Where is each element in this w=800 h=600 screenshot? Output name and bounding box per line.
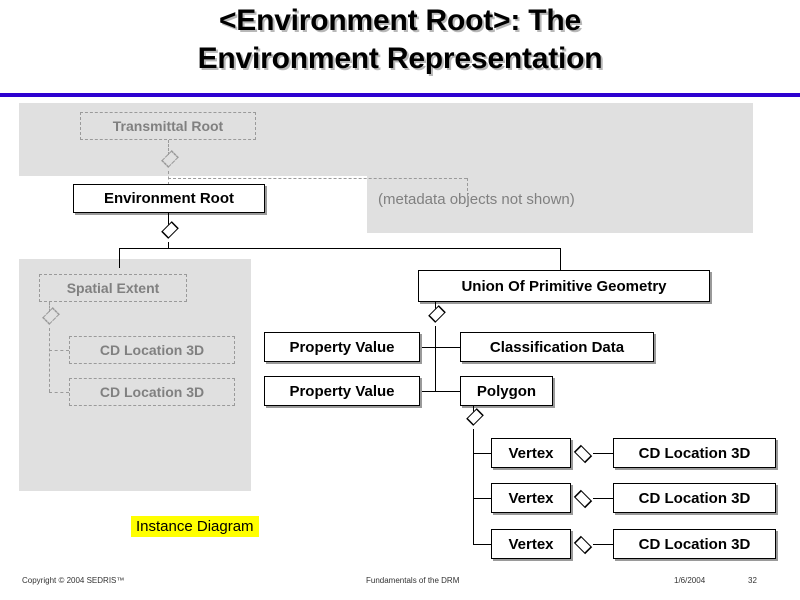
node-transmittal-root-label: Transmittal Root xyxy=(112,118,224,134)
metadata-note: (metadata objects not shown) xyxy=(378,191,575,208)
panel-metadata-region xyxy=(367,176,753,233)
aggregation-diamond-vertex-2 xyxy=(571,489,593,509)
aggregation-diamond-environment-root xyxy=(160,221,179,242)
node-cd-location-3d-spatial-2[interactable]: CD Location 3D xyxy=(69,378,235,406)
connector-spatial-to-diamond xyxy=(49,302,50,312)
node-classification-data[interactable]: Classification Data xyxy=(460,332,654,362)
page-title: <Environment Root>: The Environment Repr… xyxy=(0,2,800,78)
connector-envroot-to-diamond xyxy=(168,213,169,226)
node-vertex-2[interactable]: Vertex xyxy=(491,483,571,513)
instance-diagram-label: Instance Diagram xyxy=(131,516,259,537)
connector-property-value-2-link xyxy=(420,391,435,392)
connector-metadata-branch-horizontal xyxy=(168,178,467,179)
node-spatial-extent-label: Spatial Extent xyxy=(66,280,160,296)
node-cd-location-3d-vertex-3[interactable]: CD Location 3D xyxy=(613,529,776,559)
node-property-value-1-label: Property Value xyxy=(289,338,395,356)
connector-branch-to-union xyxy=(560,248,561,270)
aggregation-diamond-spatial-extent xyxy=(41,307,60,328)
connector-metadata-branch-vertical xyxy=(467,178,468,196)
node-polygon-label: Polygon xyxy=(476,382,537,400)
node-transmittal-root[interactable]: Transmittal Root xyxy=(80,112,256,140)
footer-copyright: Copyright © 2004 SEDRIS™ xyxy=(22,576,125,585)
footer-date: 1/6/2004 xyxy=(674,576,706,585)
node-union-of-primitive-geometry-label: Union Of Primitive Geometry xyxy=(461,277,667,295)
connector-union-to-diamond xyxy=(435,302,436,310)
node-polygon[interactable]: Polygon xyxy=(460,376,553,406)
node-cd-location-3d-vertex-3-label: CD Location 3D xyxy=(638,535,751,553)
aggregation-diamond-vertex-3 xyxy=(571,535,593,555)
connector-polygon-vertex-2 xyxy=(473,498,491,499)
connector-vertex-2-to-cd xyxy=(593,498,613,499)
aggregation-diamond-transmittal xyxy=(160,150,179,171)
connector-union-child-polygon xyxy=(435,391,460,392)
node-property-value-2-label: Property Value xyxy=(289,382,395,400)
title-divider xyxy=(0,93,800,97)
node-cd-location-3d-vertex-1[interactable]: CD Location 3D xyxy=(613,438,776,468)
connector-polygon-vertex-spine xyxy=(473,429,474,545)
node-cd-location-3d-vertex-2-label: CD Location 3D xyxy=(638,489,751,507)
node-vertex-3[interactable]: Vertex xyxy=(491,529,571,559)
node-cd-location-3d-vertex-2[interactable]: CD Location 3D xyxy=(613,483,776,513)
title-line-2: Environment Representation xyxy=(197,42,603,75)
node-property-value-1[interactable]: Property Value xyxy=(264,332,420,362)
node-cd-location-3d-spatial-1[interactable]: CD Location 3D xyxy=(69,336,235,364)
connector-diamond-to-branch xyxy=(168,242,169,249)
connector-branch-to-spatial-extent xyxy=(119,248,120,268)
panel-spatial-extent-region xyxy=(19,259,251,491)
connector-envroot-branch-horizontal xyxy=(119,248,561,249)
node-vertex-2-label: Vertex xyxy=(508,489,554,507)
node-union-of-primitive-geometry[interactable]: Union Of Primitive Geometry xyxy=(418,270,710,302)
node-spatial-extent[interactable]: Spatial Extent xyxy=(39,274,187,302)
node-cd-location-3d-spatial-1-label: CD Location 3D xyxy=(99,342,205,358)
node-vertex-1[interactable]: Vertex xyxy=(491,438,571,468)
aggregation-diamond-vertex-1 xyxy=(571,444,593,464)
connector-union-child-classification xyxy=(435,347,460,348)
node-classification-data-label: Classification Data xyxy=(489,338,625,356)
node-vertex-3-label: Vertex xyxy=(508,535,554,553)
connector-spatial-child-2 xyxy=(49,392,69,393)
footer-course: Fundamentals of the DRM xyxy=(366,576,460,585)
connector-union-children-spine xyxy=(435,326,436,392)
connector-transmittal-to-diamond xyxy=(168,140,169,155)
connector-spatial-children-spine xyxy=(49,328,50,392)
node-cd-location-3d-spatial-2-label: CD Location 3D xyxy=(99,384,205,400)
connector-property-value-1-link xyxy=(420,347,435,348)
title-line-1: <Environment Root>: The xyxy=(218,4,582,37)
footer-page-number: 32 xyxy=(748,576,757,585)
node-vertex-1-label: Vertex xyxy=(508,444,554,462)
aggregation-diamond-polygon xyxy=(465,408,484,429)
node-environment-root[interactable]: Environment Root xyxy=(73,184,265,213)
connector-spatial-child-1 xyxy=(49,350,69,351)
node-property-value-2[interactable]: Property Value xyxy=(264,376,420,406)
aggregation-diamond-union xyxy=(427,305,446,326)
connector-vertex-3-to-cd xyxy=(593,544,613,545)
connector-vertex-1-to-cd xyxy=(593,453,613,454)
connector-polygon-vertex-3 xyxy=(473,544,491,545)
node-cd-location-3d-vertex-1-label: CD Location 3D xyxy=(638,444,751,462)
connector-polygon-vertex-1 xyxy=(473,453,491,454)
node-environment-root-label: Environment Root xyxy=(104,190,234,207)
